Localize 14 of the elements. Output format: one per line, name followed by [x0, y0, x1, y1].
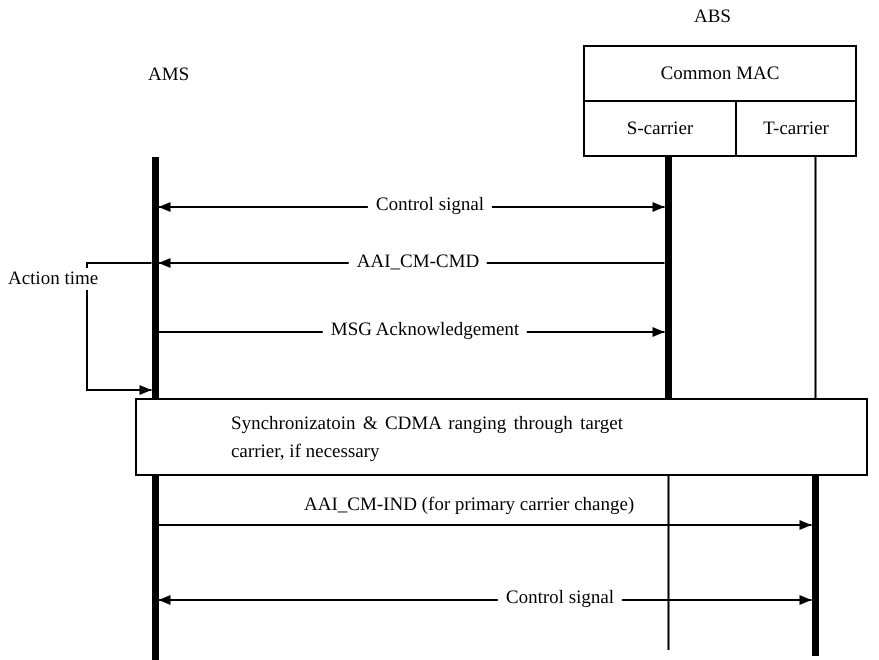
actor-label: ABS — [694, 6, 731, 28]
entity-box: T-carrier — [735, 100, 857, 157]
message-arrow — [158, 520, 812, 530]
edge-label: Control signal — [498, 587, 622, 609]
edge-label: MSG Acknowledgement — [322, 319, 528, 341]
bracket-arrow — [86, 262, 152, 395]
process-box — [135, 398, 868, 476]
entity-box: Common MAC — [583, 45, 857, 102]
entity-box: S-carrier — [583, 100, 737, 157]
process-text: Synchronizatoin & CDMA ranging through target carrier, if necessary — [231, 412, 623, 464]
lifeline — [812, 155, 818, 656]
lifeline — [664, 157, 672, 650]
edge-label: Control signal — [368, 194, 492, 216]
actor-label: AMS — [148, 64, 190, 86]
